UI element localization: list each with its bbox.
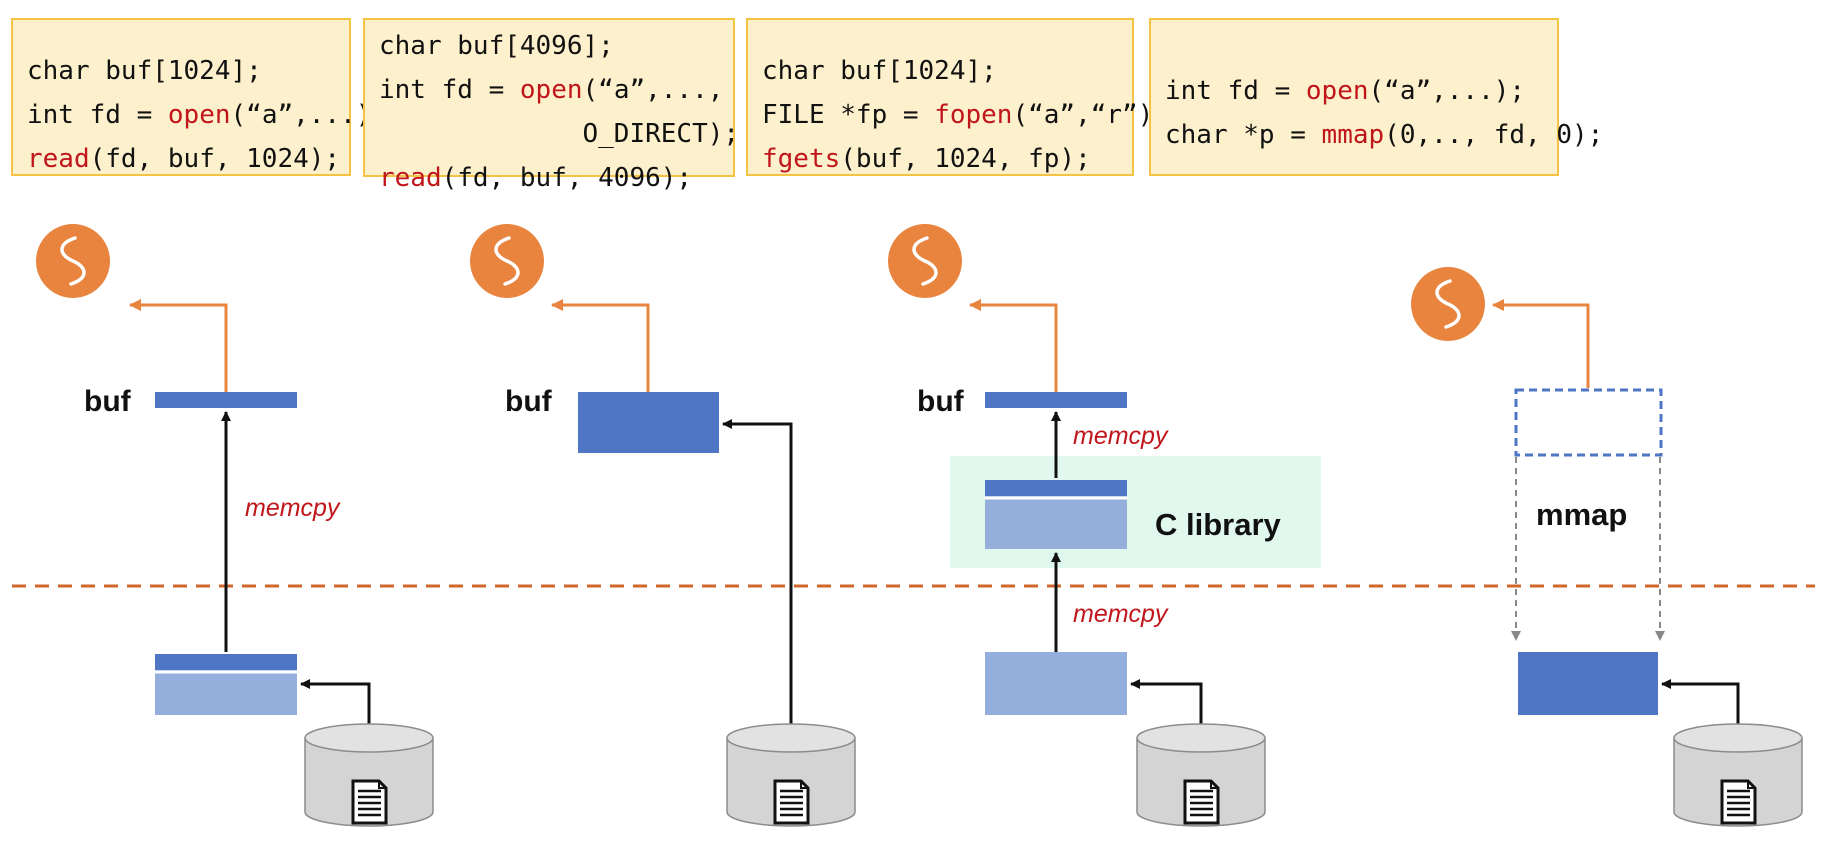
function-name: open [167, 100, 231, 130]
buf-label: buf [84, 385, 132, 418]
memcpy-label: memcpy [245, 494, 341, 522]
buf-label: buf [505, 385, 553, 418]
process-squiggle-icon [468, 222, 546, 300]
process-squiggle-icon [886, 222, 964, 300]
code-line: FILE *fp = fopen(“a”,“r”); [762, 93, 1169, 137]
code-box-mmap: int fd = open(“a”,...);char *p = mmap(0,… [1149, 18, 1603, 176]
code-text: (“a”,“r”); [1012, 100, 1170, 130]
function-name: fopen [934, 100, 1013, 130]
code-line: read(fd, buf, 4096); [379, 156, 733, 200]
mapped-region [1514, 388, 1663, 457]
memcpy-label-lower: memcpy [1073, 600, 1169, 628]
panel-mmap: mmap [1409, 265, 1803, 827]
panel-o-direct: buf [468, 222, 856, 827]
code-text: (“a”,...); [230, 100, 388, 130]
page-cache [1518, 652, 1658, 715]
code-text: (“a”,..., [582, 75, 724, 105]
code-line: int fd = open(“a”,..., [379, 68, 733, 112]
memcpy-label-upper: memcpy [1073, 422, 1169, 450]
code-line: char buf[1024]; [762, 49, 1132, 93]
code-line: read(fd, buf, 1024); [27, 137, 349, 181]
code-text: int fd = [379, 75, 520, 105]
function-name: read [379, 163, 442, 193]
function-name: fgets [762, 144, 841, 174]
function-name: open [519, 75, 583, 105]
function-name: mmap [1321, 120, 1385, 150]
code-line: int fd = open(“a”,...); [1165, 69, 1557, 113]
code-line: fgets(buf, 1024, fp); [762, 137, 1132, 181]
code-text: FILE *fp = [762, 100, 935, 130]
code-text: int fd = [1165, 76, 1306, 106]
process-squiggle-icon [34, 222, 112, 300]
document-icon [1183, 779, 1220, 825]
code-text: (“a”,...); [1368, 76, 1526, 106]
code-text: char *p = [1165, 120, 1322, 150]
code-text: (buf, 1024, fp); [840, 144, 1091, 174]
document-icon [351, 779, 388, 825]
code-text: (0,.., fd, 0); [1384, 120, 1604, 150]
code-text: char buf[1024]; [762, 56, 997, 86]
code-box-o-direct: char buf[4096]; int fd = open(“a”,..., O_… [363, 18, 739, 193]
document-icon [1720, 779, 1757, 825]
user-buffer [578, 392, 719, 453]
process-squiggle-icon [1409, 265, 1487, 343]
code-text: O_DIRECT); [379, 119, 740, 149]
code-box-read: char buf[1024]; int fd = open(“a”,...); re… [11, 18, 387, 176]
c-library-label: C library [1155, 507, 1282, 542]
document-icon [773, 779, 810, 825]
buf-label: buf [917, 385, 965, 418]
function-name: read [27, 144, 90, 174]
code-text: int fd = [27, 100, 168, 130]
mmap-label: mmap [1536, 497, 1627, 532]
code-line: char buf[4096]; [379, 24, 733, 68]
code-text: (fd, buf, 1024); [89, 144, 341, 174]
code-box-fgets: char buf[1024]; FILE *fp = fopen(“a”,“r”)… [746, 18, 1169, 176]
function-name: open [1305, 76, 1369, 106]
panel-read: buf memcpy [34, 222, 434, 827]
user-buffer [985, 392, 1127, 408]
code-line: char buf[1024]; [27, 49, 349, 93]
code-text: char buf[1024]; [27, 56, 262, 86]
panel-fgets: buf C library memcpy memcpy [886, 222, 1321, 827]
code-line: int fd = open(“a”,...); [27, 93, 387, 137]
code-text: char buf[4096]; [379, 31, 614, 61]
page-cache [985, 652, 1127, 715]
code-text: (fd, buf, 4096); [441, 163, 693, 193]
code-line: char *p = mmap(0,.., fd, 0); [1165, 113, 1603, 157]
code-line: O_DIRECT); [379, 112, 739, 156]
user-buffer [155, 392, 297, 408]
